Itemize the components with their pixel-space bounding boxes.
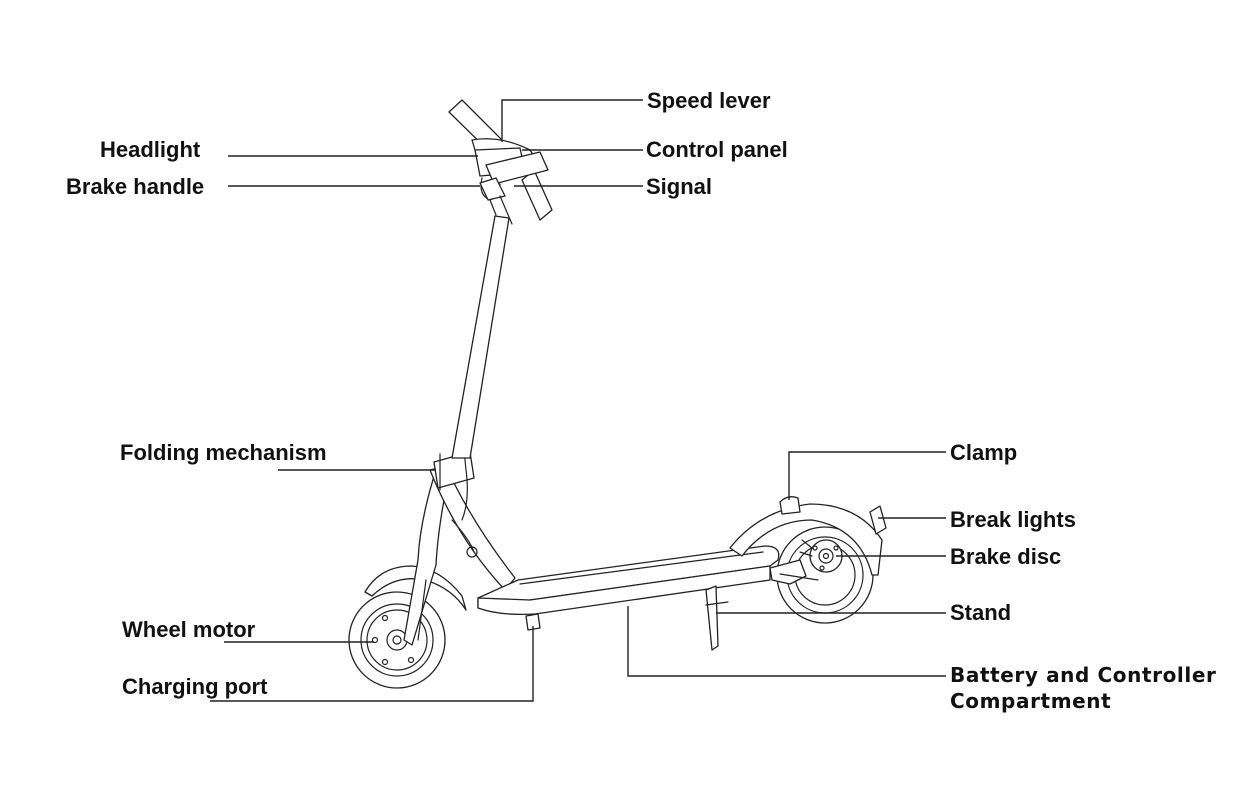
label-break-lights: Break lights	[950, 507, 1076, 532]
label-clamp: Clamp	[950, 440, 1017, 465]
label-wheel-motor: Wheel motor	[122, 617, 256, 642]
brake-disc-part	[799, 539, 843, 573]
scooter-illustration	[348, 99, 887, 689]
label-battery-line1: Battery and Controller	[950, 663, 1216, 687]
deck	[477, 545, 780, 616]
label-battery-line2: Compartment	[950, 689, 1111, 713]
stand-part	[705, 585, 729, 651]
lower-stem	[429, 465, 516, 591]
label-brake-disc: Brake disc	[950, 544, 1061, 569]
leader-charging-port	[210, 626, 534, 702]
front-wheel	[348, 591, 446, 689]
rear-arm	[769, 559, 807, 585]
label-speed-lever: Speed lever	[647, 88, 771, 113]
leader-speed-lever	[501, 99, 643, 142]
label-headlight: Headlight	[100, 137, 201, 162]
steering-column	[451, 215, 510, 459]
leader-battery	[627, 606, 946, 677]
label-stand: Stand	[950, 600, 1011, 625]
label-folding-mechanism: Folding mechanism	[120, 440, 327, 465]
brake-lights-part	[869, 505, 887, 535]
leader-clamp	[788, 451, 946, 500]
label-brake-handle: Brake handle	[66, 174, 204, 199]
front-fender	[364, 565, 467, 611]
charging-port-part	[525, 613, 541, 631]
label-control-panel: Control panel	[646, 137, 788, 162]
handlebar	[448, 99, 553, 225]
label-signal: Signal	[646, 174, 712, 199]
clamp-part	[779, 496, 801, 515]
leader-lines	[210, 99, 946, 702]
label-charging-port: Charging port	[122, 674, 268, 699]
labels: Speed lever Headlight Control panel Brak…	[66, 88, 1216, 713]
